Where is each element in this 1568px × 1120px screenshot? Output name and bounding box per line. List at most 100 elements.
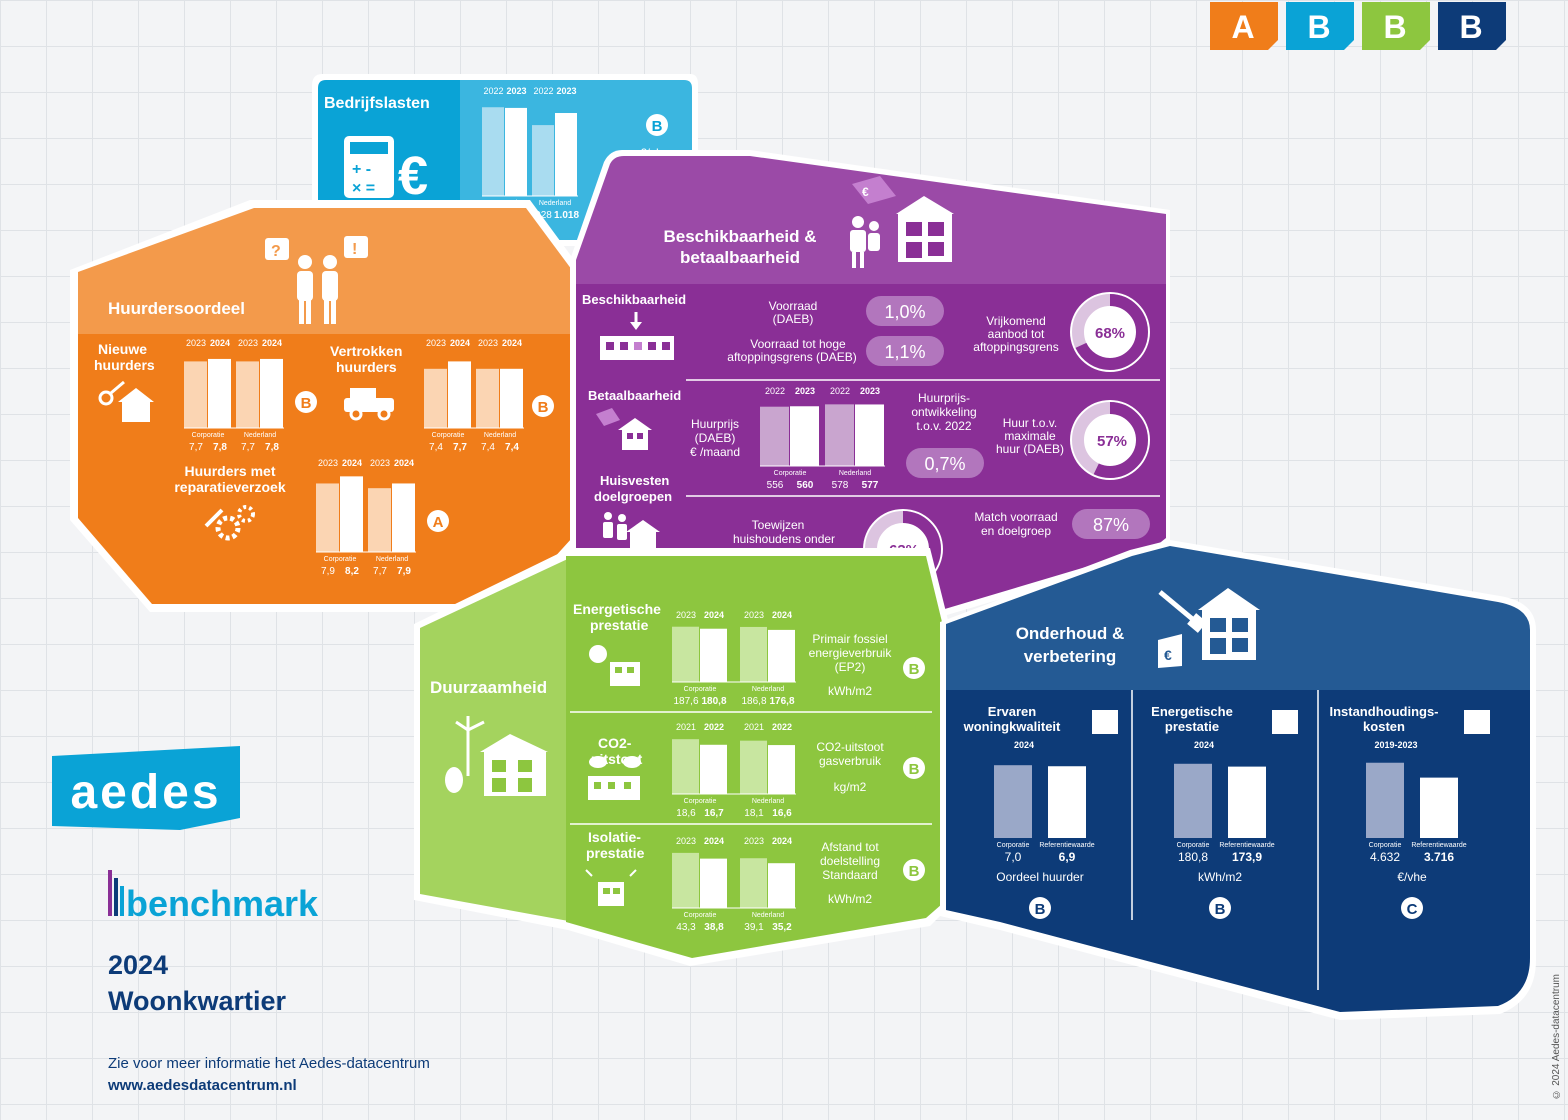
year-label: 2023 <box>186 338 206 348</box>
co2-grade-badge <box>903 757 925 779</box>
value-label: 577 <box>862 480 879 491</box>
moving-car-icon <box>344 388 394 421</box>
ontw-pill <box>906 448 984 478</box>
onderhoud-value-label: 173,9 <box>1232 850 1262 864</box>
voorraad-value: 1,0% <box>884 302 925 322</box>
match-label-1: Match voorraad <box>974 510 1057 524</box>
house-icon <box>1464 710 1490 734</box>
nieuwe-grade-letter: B <box>301 395 312 412</box>
year-label: 2024 <box>772 610 792 620</box>
value-label: 7,7 <box>453 442 467 453</box>
onderhoud-unit: €/vhe <box>1397 870 1427 884</box>
year-label: 2023 <box>506 86 526 96</box>
match-label-2: en doelgroep <box>981 524 1051 538</box>
onderhoud-grade-1-badge <box>1029 897 1051 919</box>
year-label: 2023 <box>744 610 764 620</box>
co2-unit: kg/m2 <box>834 780 867 794</box>
value-label: 180,8 <box>701 696 726 707</box>
value-label: 7,7 <box>373 566 387 577</box>
bar-1 <box>424 368 447 428</box>
bar-1 <box>672 626 699 682</box>
huisvesten-title-1: Huisvesten <box>600 473 669 488</box>
huurdersoordeel-title: Huurdersoordeel <box>108 299 245 318</box>
bar-2 <box>700 628 727 682</box>
year-label: 2023 <box>556 86 576 96</box>
max-label-1: Huur t.o.v. <box>1003 416 1057 430</box>
huurprijs-label-3: € /maand <box>690 445 740 459</box>
svg-text:?: ? <box>271 243 281 260</box>
bar-2 <box>505 107 527 196</box>
bar-4 <box>768 629 795 682</box>
bar-3 <box>236 361 259 428</box>
svg-text:+ -: + - <box>352 161 371 178</box>
bar-4 <box>768 745 795 794</box>
wind-solar-house-icon <box>445 716 548 796</box>
toewijzen-label-2: huishoudens onder <box>733 532 835 546</box>
value-label: 7,4 <box>481 442 495 453</box>
year-label: 2024 <box>772 836 792 846</box>
bar-3 <box>368 488 391 552</box>
value-label: 7,4 <box>505 442 519 453</box>
co2-title-1: CO2- <box>598 735 632 751</box>
year-label: 2023 <box>370 458 390 468</box>
energie-grade-letter: B <box>909 661 920 678</box>
svg-text:× =: × = <box>352 180 375 197</box>
onderhoud-col-year: 2024 <box>1194 740 1214 750</box>
bar-3 <box>740 740 767 794</box>
vertrokken-title-2: huurders <box>336 359 397 375</box>
year-label: 2024 <box>262 338 282 348</box>
bar-3 <box>532 125 554 196</box>
onderhoud-bar-1 <box>1174 763 1212 838</box>
tenants-question-icon: ? ! <box>265 236 368 324</box>
group-label: Corporatie <box>324 556 357 563</box>
group-label: Corporatie <box>432 432 465 439</box>
beschik-title-2: betaalbaarheid <box>680 248 800 267</box>
bar-3 <box>740 626 767 682</box>
onderhoud-grade-3-badge <box>1401 897 1423 919</box>
value-label: 35,2 <box>772 922 792 933</box>
onderhoud-grade-1-letter: B <box>1035 901 1046 918</box>
onderhoud-grade-3-letter: C <box>1407 901 1418 918</box>
value-label: 7,7 <box>241 442 255 453</box>
year-label: 2023 <box>318 458 338 468</box>
voorraad-label-1: Voorraad <box>769 299 818 313</box>
duurzaamheid-grades: BBB <box>903 657 925 881</box>
bedrijfslasten-title: Bedrijfslasten <box>324 95 430 112</box>
onderhoud-group-label: Corporatie <box>1369 842 1402 849</box>
group-label: Corporatie <box>684 686 717 693</box>
bar-1 <box>482 107 504 196</box>
voorraad-hoog-value: 1,1% <box>884 342 925 362</box>
year-label: 2022 <box>830 386 850 396</box>
benchmark-text: benchmark <box>126 883 319 924</box>
value-label: 187,6 <box>673 696 698 707</box>
onderhoud-grade-2-letter: B <box>1215 901 1226 918</box>
value-label: 186,8 <box>741 696 766 707</box>
ontw-label-1: Huurprijs- <box>918 391 970 405</box>
bar-2 <box>700 744 727 794</box>
match-value: 87% <box>1093 515 1129 535</box>
donut-value-arc <box>1072 294 1148 370</box>
reparatie-title-1: Huurders met <box>184 463 275 479</box>
rating-tab-letter-4: B <box>1459 9 1482 45</box>
branding-text: 2024 Woonkwartier Zie voor meer informat… <box>108 745 528 1105</box>
onderhoud-bar-1 <box>1366 762 1404 838</box>
bar-3 <box>476 368 499 428</box>
year-label: 2024 <box>342 458 362 468</box>
vrijkomend-value: 68% <box>1095 325 1125 342</box>
rating-tab-letter-3: B <box>1383 9 1406 45</box>
vrijkomend-donut <box>1070 292 1150 372</box>
year-label: 2022 <box>765 386 785 396</box>
onderhoud-value-label: 7,0 <box>1005 850 1022 864</box>
onderhoud-group-label: Referentiewaarde <box>1039 842 1094 849</box>
value-label: 18,1 <box>744 808 764 819</box>
year-label: 2023 <box>795 386 815 396</box>
value-label: 1.018 <box>554 210 579 221</box>
info-link[interactable]: www.aedesdatacentrum.nl <box>108 1077 297 1094</box>
year-label: 2021 <box>676 722 696 732</box>
